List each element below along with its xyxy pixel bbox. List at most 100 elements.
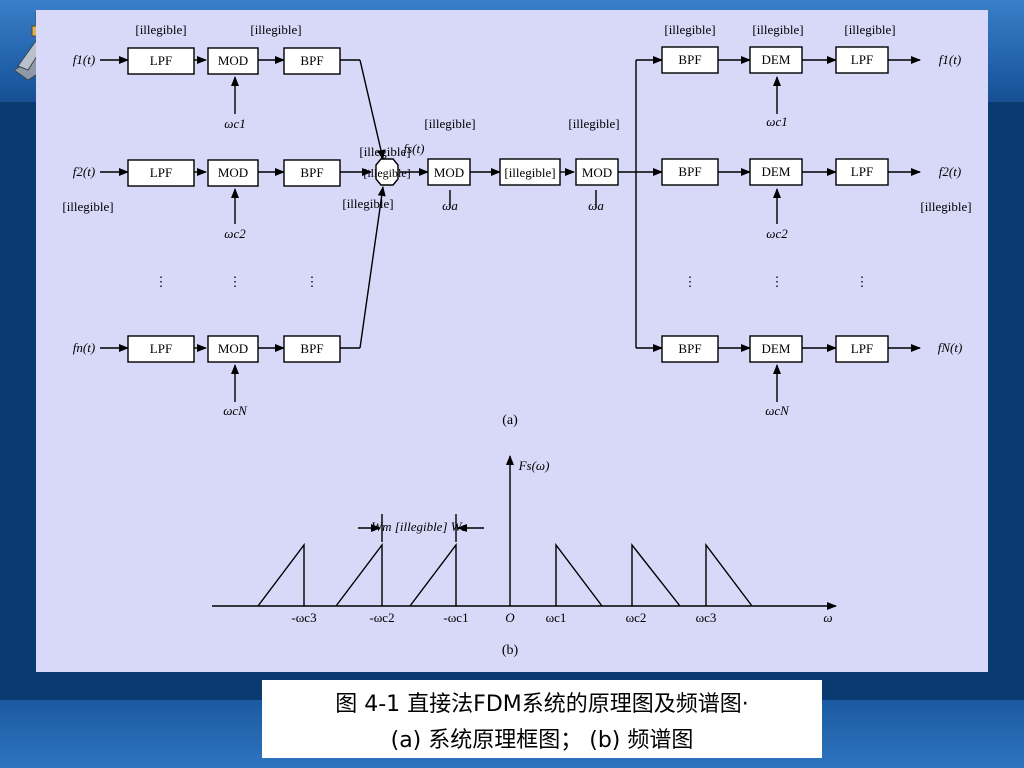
main-mod-label: MOD — [434, 165, 464, 180]
header-mod: [illegible] — [250, 22, 301, 37]
output-f1: f1(t) — [939, 52, 961, 67]
lpf-block-1 — [127, 47, 195, 75]
ellipsis-bpf: ⋮ — [306, 274, 319, 289]
lpf-label-n: LPF — [150, 341, 172, 356]
bpf-out-label-n: BPF — [678, 341, 701, 356]
main-mod-header: [illegible] — [424, 116, 475, 131]
bpf-label-1: BPF — [300, 53, 323, 68]
tick-neg-wc1: -ωc1 — [443, 610, 468, 625]
lpf-out-label-1: LPF — [851, 52, 873, 67]
combiner-symbol: [illegible] — [363, 166, 410, 180]
fdm-diagram: LPF MOD BPF LPF MOD BPF LPF MOD BPF MOD … — [62, 22, 971, 658]
lpf-out-label-n: LPF — [851, 341, 873, 356]
diagram-b-label: (b) — [502, 643, 519, 658]
figure-caption: 图 4-1 直接法FDM系统的原理图及频谱图· (a) 系统原理框图； (b) … — [262, 680, 822, 758]
spectrum-y-label: Fs(ω) — [518, 458, 550, 473]
bpf-out-label-1: BPF — [678, 52, 701, 67]
block-shapes — [127, 46, 889, 363]
lpf-block-2 — [127, 159, 195, 187]
carrier-wa-demod: ωa — [588, 198, 604, 213]
bpf-label-n: BPF — [300, 341, 323, 356]
lpf-label-1: LPF — [150, 53, 172, 68]
spectrum-pos-c1 — [555, 542, 603, 607]
tick-pos-wc3: ωc3 — [696, 610, 717, 625]
lpf-out-label-2: LPF — [851, 164, 873, 179]
bpf-block-n — [283, 335, 341, 363]
main-demod-label: MOD — [582, 165, 612, 180]
ellipsis-out-dem: ⋮ — [771, 274, 784, 289]
mod-label-n: MOD — [218, 341, 248, 356]
channel-block — [499, 158, 561, 186]
spectrum-neg-c1 — [409, 542, 457, 607]
bpf-block-1 — [283, 47, 341, 75]
bpf-block-2 — [283, 159, 341, 187]
lpf-out-block-1 — [835, 46, 889, 74]
dem-block-1 — [749, 46, 803, 74]
dem-label-n: DEM — [762, 341, 791, 356]
carrier-wcn: ωcN — [223, 403, 248, 418]
combiner-node — [375, 158, 399, 186]
diagram-panel: LPF MOD BPF LPF MOD BPF LPF MOD BPF MOD … — [36, 10, 988, 672]
tick-pos-wc2: ωc2 — [626, 610, 647, 625]
signal-fs: fs(t) — [404, 141, 425, 156]
combiner-left-marks: [illegible] — [342, 196, 393, 211]
bpf-out-label-2: BPF — [678, 164, 701, 179]
mod-label-2: MOD — [218, 165, 248, 180]
combiner-top-mark: [illegible] — [359, 144, 410, 159]
channel-label: [illegible] — [504, 165, 555, 180]
header-lpf: [illegible] — [135, 22, 186, 37]
dem-label-1: DEM — [762, 52, 791, 67]
spectrum-neg-c2 — [335, 542, 383, 607]
carrier-wc1: ωc1 — [224, 116, 245, 131]
bpf-out-block-n — [661, 335, 719, 363]
diagram-a-label: (a) — [502, 413, 518, 428]
main-mod-block — [427, 158, 471, 186]
ellipsis-lpf: ⋮ — [155, 274, 168, 289]
bpf-out-block-1 — [661, 46, 719, 74]
carrier-out-wcn: ωcN — [765, 403, 790, 418]
ellipsis-out-bpf: ⋮ — [684, 274, 697, 289]
mod-block-n — [207, 335, 259, 363]
main-demod-header: [illegible] — [568, 116, 619, 131]
tick-pos-wc1: ωc1 — [546, 610, 567, 625]
lpf-out-block-2 — [835, 158, 889, 186]
output-fn: fN(t) — [938, 340, 963, 355]
caption-subtitle: (a) 系统原理框图； (b) 频谱图 — [390, 728, 694, 753]
input-f2: f2(t) — [73, 164, 95, 179]
mod-block-1 — [207, 47, 259, 75]
output-group-label: [illegible] — [920, 199, 971, 214]
mod-block-2 — [207, 159, 259, 187]
input-group-label: [illegible] — [62, 199, 113, 214]
signal-flow-lines — [100, 56, 921, 402]
output-f2: f2(t) — [939, 164, 961, 179]
lpf-label-2: LPF — [150, 165, 172, 180]
bandwidth-label: Wm [illegible] Ws — [371, 519, 466, 534]
bpf-out-block-2 — [661, 158, 719, 186]
spectrum-pos-c2 — [631, 542, 681, 607]
caption-title: 图 4-1 直接法FDM系统的原理图及频谱图· — [335, 692, 749, 717]
spectrum-neg-c3 — [257, 542, 305, 607]
lpf-out-block-n — [835, 335, 889, 363]
input-fn: fn(t) — [73, 340, 95, 355]
lpf-block-n — [127, 335, 195, 363]
dem-label-2: DEM — [762, 164, 791, 179]
carrier-wc2: ωc2 — [224, 226, 246, 241]
ellipsis-out-lpf: ⋮ — [856, 274, 869, 289]
carrier-wa-mod: ωa — [442, 198, 458, 213]
spectrum-pos-c3 — [705, 542, 753, 607]
header-out-lpf: [illegible] — [844, 22, 895, 37]
mod-label-1: MOD — [218, 53, 248, 68]
dem-block-n — [749, 335, 803, 363]
tick-neg-wc3: -ωc3 — [291, 610, 316, 625]
header-out-dem: [illegible] — [752, 22, 803, 37]
carrier-out-wc1: ωc1 — [766, 114, 787, 129]
bpf-label-2: BPF — [300, 165, 323, 180]
dem-block-2 — [749, 158, 803, 186]
carrier-out-wc2: ωc2 — [766, 226, 788, 241]
input-f1: f1(t) — [73, 52, 95, 67]
ellipsis-mod: ⋮ — [229, 274, 242, 289]
main-demod-block — [575, 158, 619, 186]
spectrum-plot — [212, 455, 837, 610]
tick-neg-wc2: -ωc2 — [369, 610, 394, 625]
spectrum-origin: O — [505, 610, 515, 625]
